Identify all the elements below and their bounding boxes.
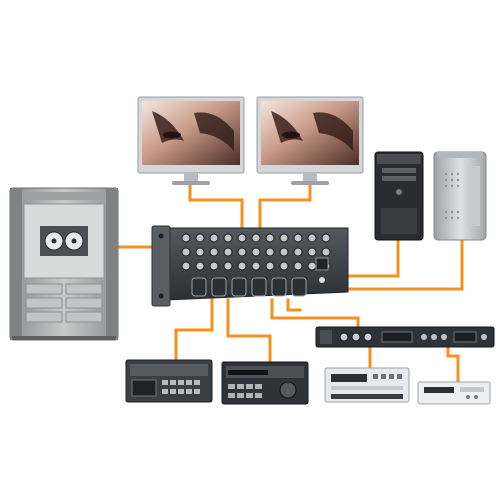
router-patch-panel (151, 225, 349, 307)
broadcast-deck-2 (221, 361, 309, 405)
pc-tower (374, 151, 424, 241)
cables (116, 181, 464, 384)
bnc-port-grid (181, 233, 331, 271)
monitor-right (256, 96, 364, 185)
cable-converter-to-vhs (446, 344, 460, 384)
cable-monitor-left-to-router (188, 181, 244, 230)
cable-mac-to-router (296, 238, 464, 291)
cable-router-to-converter (270, 298, 360, 330)
mac-pro-tower (433, 151, 487, 241)
dsub-port-row (191, 277, 307, 297)
vhs-deck (417, 381, 491, 405)
tape-library (9, 187, 119, 341)
cable-monitor-right-to-router (258, 181, 312, 230)
converter-rack-unit (315, 326, 495, 348)
cable-router-to-deck-1 (174, 298, 214, 362)
monitor-left (137, 96, 245, 185)
cable-router-port-link (286, 298, 302, 312)
broadcast-deck-1 (125, 359, 213, 403)
betacam-deck (324, 367, 410, 403)
cable-router-to-deck-2 (226, 298, 272, 364)
